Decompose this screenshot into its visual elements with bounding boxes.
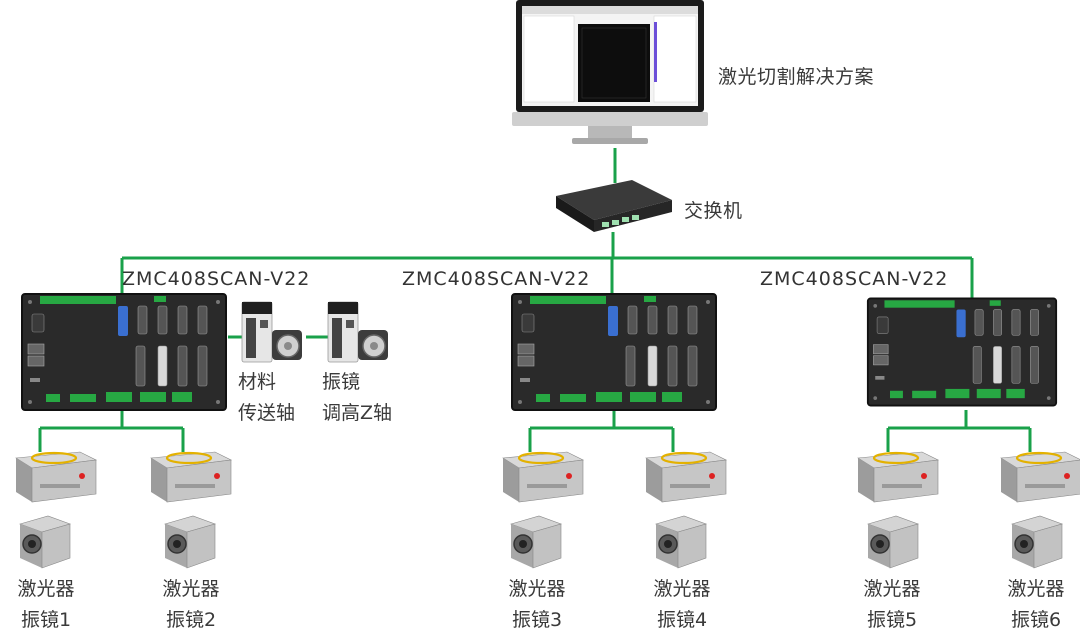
- galvo-scanner-icon: [1011, 515, 1063, 569]
- switch-label: 交换机: [684, 200, 743, 222]
- laser-source-icon: [150, 451, 233, 503]
- controller-board-2: [511, 293, 717, 411]
- laser-source-icon: [857, 451, 940, 503]
- link-controller-3-lasers: [886, 410, 1032, 452]
- galvo-scanner-icon: [510, 515, 562, 569]
- laser-unit-1-label: 激光器 振镜1: [6, 574, 86, 636]
- servo-1-label-line2: 传送轴: [238, 402, 296, 424]
- link-controller-2-lasers: [528, 410, 675, 452]
- computer-monitor-icon: [512, 0, 708, 144]
- link-controller-1-lasers: [38, 410, 185, 452]
- laser-source-icon: [645, 451, 728, 503]
- laser-unit-4-line1: 激光器: [653, 578, 711, 600]
- laser-unit-2-line1: 激光器: [162, 578, 220, 600]
- laser-unit-3-label: 激光器 振镜3: [497, 574, 577, 636]
- laser-unit-6-label: 激光器 振镜6: [996, 574, 1076, 636]
- laser-unit-6-line1: 激光器: [1007, 578, 1065, 600]
- servo-2-label-line2: 调高Z轴: [322, 402, 393, 424]
- laser-unit-4-label: 激光器 振镜4: [642, 574, 722, 636]
- controller-2-model: ZMC408SCAN-V22: [402, 268, 591, 290]
- laser-unit-2-label: 激光器 振镜2: [151, 574, 231, 636]
- laser-unit-1-line2: 振镜1: [20, 609, 72, 631]
- controller-3-model: ZMC408SCAN-V22: [760, 268, 949, 290]
- servo-1-label: 材料 传送轴: [238, 367, 298, 429]
- laser-source-icon: [15, 451, 98, 503]
- laser-unit-6-line2: 振镜6: [1010, 609, 1062, 631]
- laser-unit-1-line1: 激光器: [17, 578, 75, 600]
- galvo-scanner-icon: [867, 515, 919, 569]
- laser-unit-5-line2: 振镜5: [866, 609, 918, 631]
- laser-source-icon: [1000, 451, 1080, 503]
- controller-board-1: [21, 293, 227, 411]
- laser-unit-3-line2: 振镜3: [511, 609, 563, 631]
- laser-unit-3-line1: 激光器: [508, 578, 566, 600]
- servo-2-label: 振镜 调高Z轴: [322, 367, 412, 429]
- servo-drive-icon: [241, 301, 302, 363]
- laser-unit-5-label: 激光器 振镜5: [852, 574, 932, 636]
- laser-unit-4-line2: 振镜4: [656, 609, 708, 631]
- galvo-scanner-icon: [19, 515, 71, 569]
- galvo-scanner-icon: [164, 515, 216, 569]
- laser-unit-5-line1: 激光器: [863, 578, 921, 600]
- servo-drive-icon: [327, 301, 388, 363]
- network-switch-icon: [556, 180, 672, 232]
- servo-1-label-line1: 材料: [238, 371, 277, 393]
- galvo-scanner-icon: [655, 515, 707, 569]
- laser-source-icon: [502, 451, 585, 503]
- laser-unit-2-line2: 振镜2: [165, 609, 217, 631]
- controller-board-3: [866, 297, 1058, 407]
- computer-label: 激光切割解决方案: [718, 66, 875, 88]
- controller-1-model: ZMC408SCAN-V22: [122, 268, 311, 290]
- servo-2-label-line1: 振镜: [322, 371, 361, 393]
